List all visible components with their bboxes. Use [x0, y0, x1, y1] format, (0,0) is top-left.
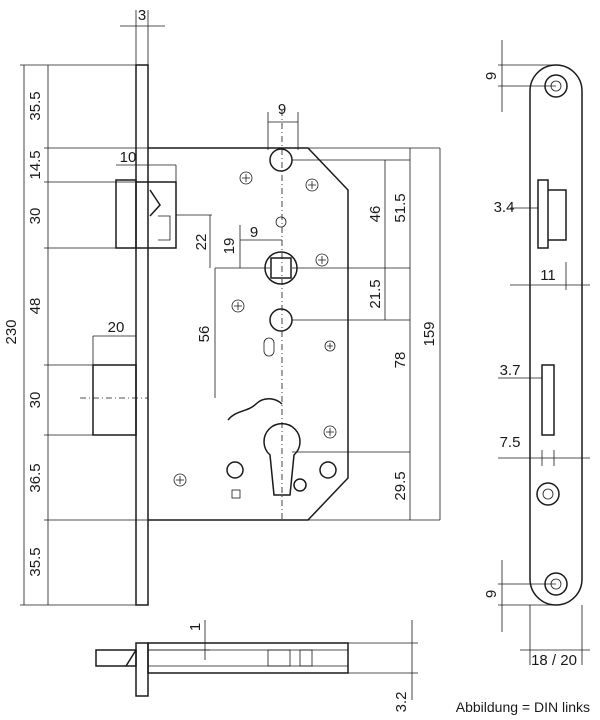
dim-78: 78 [392, 352, 409, 369]
dim-20: 20 [108, 319, 125, 336]
dim-3: 3 [138, 7, 146, 24]
slot-hole [263, 337, 275, 357]
dim-51-5: 51.5 [392, 193, 409, 222]
bottom-case [147, 642, 349, 674]
dim-14-5: 14.5 [27, 150, 44, 179]
rivet-icons [173, 171, 337, 487]
bottom-latch-bevel [125, 649, 137, 667]
dim-19: 19 [221, 238, 238, 255]
dim-10: 10 [120, 149, 137, 166]
dim-230: 230 [3, 319, 20, 344]
caption: Abbildung = DIN links [456, 699, 590, 715]
dim-21-5: 21.5 [367, 279, 384, 308]
right-dimension-lines [292, 147, 441, 521]
lock-case-outline [148, 147, 349, 521]
dim-36-5: 36.5 [27, 463, 44, 492]
dim-9-top: 9 [278, 101, 286, 118]
bottom-view: 1 3.2 [95, 620, 418, 713]
dim-29-5: 29.5 [392, 471, 409, 500]
bolt-opening [541, 364, 555, 436]
dim-1: 1 [187, 623, 204, 631]
dim-22: 22 [193, 234, 210, 251]
bottom-faceplate [135, 642, 149, 697]
dim-35-5-top: 35.5 [27, 91, 44, 120]
dim-56: 56 [196, 326, 213, 343]
faceplate-front [135, 64, 149, 606]
dim-3-7: 3.7 [500, 362, 521, 379]
latch-bevel [149, 189, 161, 217]
latch-bolt [115, 179, 137, 249]
dim-48: 48 [27, 298, 44, 315]
left-dimension-lines [20, 10, 299, 606]
dim-18-20: 18 / 20 [531, 652, 577, 669]
dim-30-top: 30 [27, 208, 44, 225]
front-view: 3 35.5 14.5 10 30 230 48 20 30 36.5 35.5… [3, 7, 441, 606]
dim-9-mid: 9 [250, 224, 258, 241]
small-square [231, 489, 241, 499]
latch-nose [548, 189, 567, 241]
cylinder-screw-left [226, 461, 244, 479]
hook-spring [227, 398, 283, 421]
dim-7-5: 7.5 [500, 434, 521, 451]
dim-30-bottom: 30 [27, 392, 44, 409]
dim-9-right-bottom: 9 [483, 590, 500, 598]
cylinder-screw-bottom [293, 478, 307, 492]
bottom-dimension-lines [148, 620, 418, 700]
faceplate-dimension-lines [498, 40, 590, 665]
dim-3-4: 3.4 [494, 199, 515, 216]
small-hole [275, 216, 287, 228]
faceplate-screw-cylinder [536, 482, 560, 506]
bottom-latch [95, 649, 137, 667]
dim-9-right-top: 9 [483, 72, 500, 80]
follower-square [270, 257, 292, 279]
cylinder-screw-right [319, 461, 337, 479]
cylinder-cutout [263, 422, 301, 496]
dead-bolt [92, 364, 137, 436]
faceplate-view: 9 3.4 11 3.7 7.5 9 18 / 20 [483, 40, 590, 669]
bottom-cylinder [299, 649, 313, 667]
latch-opening [537, 179, 549, 249]
dim-35-5-bottom: 35.5 [27, 547, 44, 576]
dim-3-2: 3.2 [393, 692, 410, 713]
dim-159: 159 [421, 321, 438, 346]
dim-11: 11 [540, 267, 556, 284]
latch-spring [158, 215, 171, 241]
bottom-follower [267, 649, 291, 667]
top-mounting-hole [269, 148, 293, 172]
middle-mounting-hole [269, 308, 293, 332]
dim-46: 46 [367, 206, 384, 223]
faceplate-outline [529, 64, 583, 606]
